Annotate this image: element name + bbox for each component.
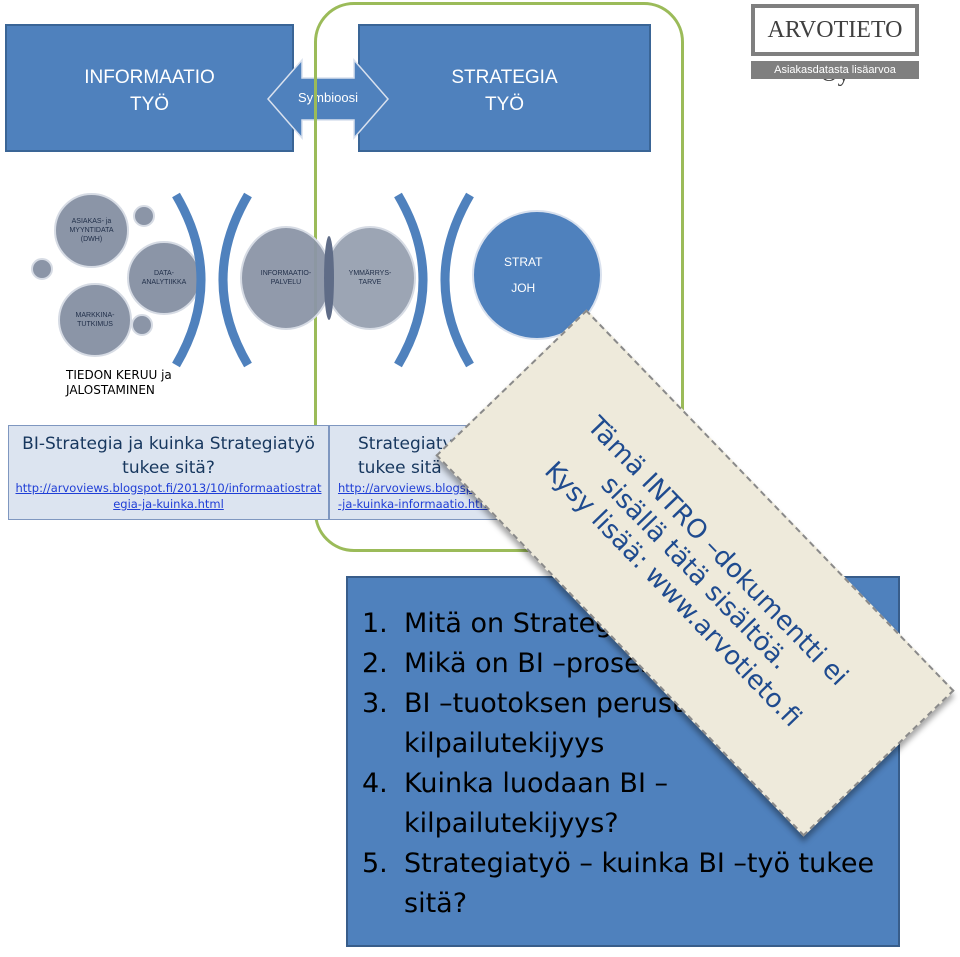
circle-markkinatutkimus: MARKKINA- TUTKIMUS [58,283,132,357]
circle-ymmarrystarve: YMMÄRRYS- TARVE [324,226,416,330]
small-circle [31,258,53,280]
list-item: 5. Strategiatyö – kuinka BI –työ tukee s… [348,844,898,924]
list-number: 1. [362,608,388,639]
list-item: 3. BI –tuotoksen perustaso vs kilpailute… [348,684,898,764]
strategia-tyo-box: STRATEGIA TYÖ [358,24,651,152]
blog-left-title: BI-Strategia ja kuinka Strategiatyö tuke… [22,434,315,478]
overlap-lens [324,236,334,320]
tiedon-keruu-label: TIEDON KERUU ja JALOSTAMINEN [66,368,172,397]
logo-tagline: Asiakasdatasta lisäarvoa [751,61,919,79]
symbioosi-label: Symbioosi [298,90,358,105]
logo-company-name: ARVOTIETO Oy [751,4,919,87]
list-number: 5. [362,848,388,879]
company-logo: ARVOTIETO Oy Asiakasdatasta lisäarvoa [751,4,919,87]
list-item: 4. Kuinka luodaan BI – kilpailutekijyys? [348,764,898,844]
list-number: 3. [362,688,388,719]
blog-left-link[interactable]: http://arvoviews.blogspot.fi/2013/10/inf… [15,481,322,511]
list-number: 2. [362,648,388,679]
circle-data-analytiikka: DATA- ANALYTIIKKA [127,241,201,315]
small-circle [133,205,155,227]
blog-box-left: BI-Strategia ja kuinka Strategiatyö tuke… [8,425,329,520]
list-number: 4. [362,768,388,799]
list-text: Strategiatyö – kuinka BI –työ tukee sitä… [404,848,875,919]
informaatio-tyo-label: INFORMAATIO TYÖ [84,67,215,115]
symbioosi-arrow [267,58,389,140]
list-text: Kuinka luodaan BI – kilpailutekijyys? [404,768,669,839]
small-circle [131,314,153,336]
strategia-tyo-label: STRATEGIA TYÖ [451,67,558,115]
bracket-arcs [172,192,474,368]
list-text: BI –tuotoksen perustaso vs kilpailutekij… [404,688,768,759]
circle-asiakas-myyntidata: ASIAKAS- ja MYYNTIDATA (DWH) [54,193,129,268]
circle-informaatiopalvelu: INFORMAATIO- PALVELU [240,226,332,330]
informaatio-tyo-box: INFORMAATIO TYÖ [5,24,294,152]
